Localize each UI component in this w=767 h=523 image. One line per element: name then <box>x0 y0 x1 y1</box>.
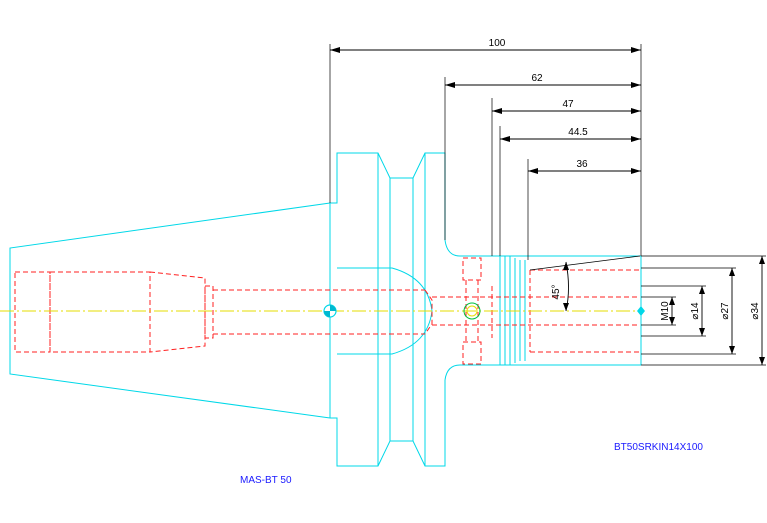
diameter-dimensions: M10 ⌀14 ⌀27 ⌀34 <box>641 255 766 366</box>
left-part-label: MAS-BT 50 <box>240 475 292 486</box>
dimension-100: 100 <box>489 38 506 49</box>
end-point-marker <box>637 306 645 316</box>
dimension-47: 47 <box>562 99 574 110</box>
dimension-dia-34: ⌀34 <box>750 302 761 320</box>
dimension-36: 36 <box>576 159 588 170</box>
body-outline <box>444 239 642 381</box>
angle-dimension: 45° <box>529 255 641 312</box>
flange-outline <box>330 152 446 467</box>
length-dimensions: 100 62 47 44.5 36 <box>329 38 642 260</box>
right-part-label: BT50SRKIN14X100 <box>614 442 703 453</box>
angle-45-label: 45° <box>551 284 562 299</box>
dimension-dia-27: ⌀27 <box>720 302 731 320</box>
dimension-m10: M10 <box>660 301 671 321</box>
dimension-62: 62 <box>531 73 543 84</box>
gauge-point-marker <box>323 304 337 318</box>
dimension-44-5: 44.5 <box>568 127 588 138</box>
cross-hole-marker <box>463 302 481 320</box>
hidden-features <box>14 257 640 365</box>
dimension-dia-14: ⌀14 <box>690 302 701 320</box>
